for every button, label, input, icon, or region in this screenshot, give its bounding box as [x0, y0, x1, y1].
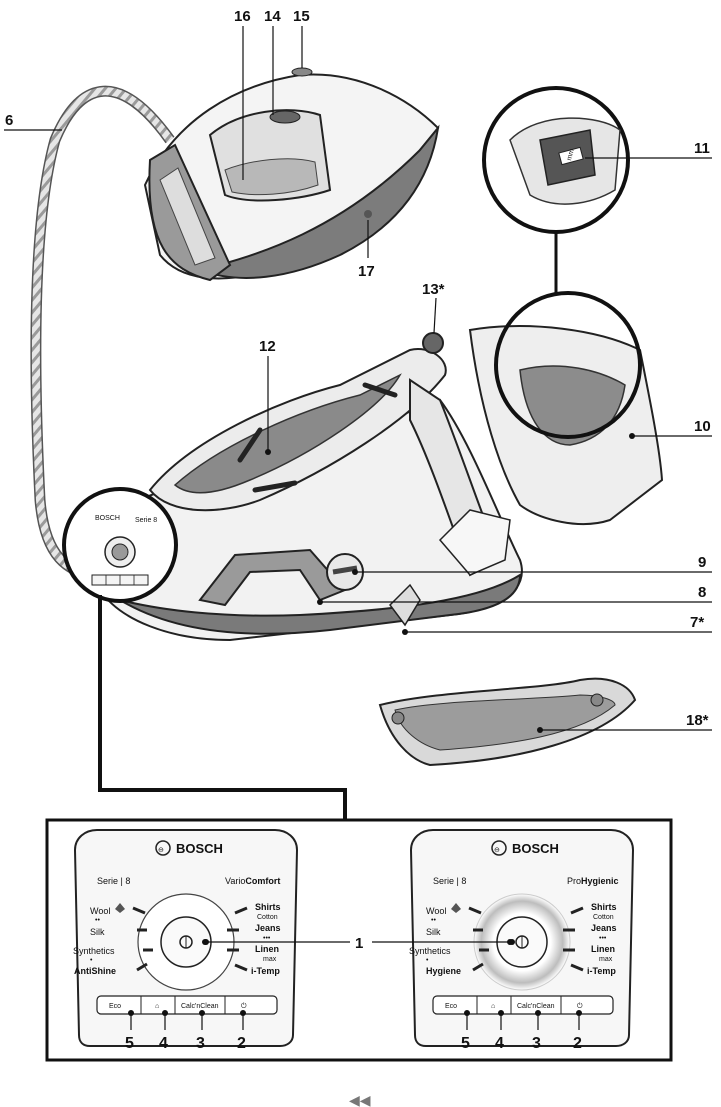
model-prefix: Pro [567, 876, 581, 886]
svg-text:2: 2 [237, 1035, 246, 1052]
series-label: Serie | 8 [433, 876, 466, 886]
svg-text:Cotton: Cotton [257, 914, 278, 921]
svg-text:2: 2 [573, 1035, 582, 1052]
callout-10: 10 [694, 418, 711, 435]
panel1-numbers: 5 4 3 2 [125, 1013, 246, 1052]
callout-1: 1 [355, 935, 363, 952]
svg-text:⊖: ⊖ [158, 847, 164, 854]
power-button[interactable]: ⏻ [241, 1002, 247, 1010]
iron [30, 67, 440, 581]
svg-text:4: 4 [495, 1035, 504, 1052]
synthetics-label: Synthetics [409, 946, 451, 956]
hygiene-label: Hygiene [426, 966, 461, 976]
eco-button[interactable]: Eco [445, 1003, 457, 1010]
control-panel-variocomfort: ⊖ BOSCH Serie | 8 VarioComfort Wool •• S… [73, 829, 299, 1047]
svg-text:Cotton: Cotton [593, 914, 614, 921]
svg-text:⊖: ⊖ [494, 847, 500, 854]
i-temp-label: i-Temp [587, 966, 616, 976]
steam-button[interactable]: ⌂ [491, 1003, 495, 1010]
callout-6: 6 [5, 112, 13, 129]
linen-label: Linen [255, 944, 279, 954]
callout-18: 18* [686, 712, 709, 729]
callout-13: 13* [422, 281, 445, 298]
drip-tray [378, 677, 637, 767]
svg-text:•: • [90, 957, 93, 964]
silk-label: Silk [426, 927, 441, 937]
steam-button[interactable]: ⌂ [155, 1003, 159, 1010]
svg-text:max: max [263, 956, 277, 963]
silk-label: Silk [90, 927, 105, 937]
antishine-label: AntiShine [74, 966, 116, 976]
callout-11: 11 [694, 140, 710, 157]
model-name: Comfort [245, 876, 280, 886]
power-button[interactable]: ⏻ [577, 1002, 583, 1010]
jeans-label: Jeans [255, 923, 281, 933]
callout-7: 7* [690, 614, 704, 631]
inset-series-text: Serie 8 [135, 517, 157, 524]
model-prefix: Vario [225, 876, 245, 886]
shirts-label: Shirts [591, 902, 617, 912]
callout-16: 16 [234, 8, 251, 25]
calc-clean-button[interactable]: Calc'nClean [517, 1003, 555, 1010]
svg-text:•: • [426, 957, 429, 964]
svg-text:3: 3 [196, 1035, 205, 1052]
panel2-numbers: 5 4 3 2 [461, 1013, 582, 1052]
svg-text:••: •• [431, 917, 436, 924]
callout-12: 12 [259, 338, 276, 355]
model-name: Hygienic [581, 876, 619, 886]
svg-text:4: 4 [159, 1035, 168, 1052]
shirts-label: Shirts [255, 902, 281, 912]
wool-label: Wool [426, 906, 446, 916]
jeans-label: Jeans [591, 923, 617, 933]
svg-text:•••: ••• [599, 935, 607, 942]
callout-15: 15 [293, 8, 310, 25]
callout-9: 9 [698, 554, 706, 571]
back-navigation-icon[interactable]: ◀◀ [349, 1093, 371, 1107]
synthetics-label: Synthetics [73, 946, 115, 956]
i-temp-label: i-Temp [251, 966, 280, 976]
svg-text:•••: ••• [263, 935, 271, 942]
brand-logo: BOSCH [512, 841, 559, 856]
series-label: Serie | 8 [97, 876, 130, 886]
svg-text:VarioComfort: VarioComfort [225, 876, 280, 886]
steam-station [98, 325, 664, 642]
wool-label: Wool [90, 906, 110, 916]
inset-brand-text: BOSCH [95, 515, 120, 522]
tank-detail-magnifier: mm [482, 86, 642, 439]
linen-label: Linen [591, 944, 615, 954]
iron-lock-button [422, 332, 444, 354]
svg-text:3: 3 [532, 1035, 541, 1052]
svg-text:mm: mm [566, 148, 576, 161]
callouts: 16 14 15 6 11 17 13* 12 10 9 8 7* 18* [4, 8, 712, 820]
brand-logo: BOSCH [176, 841, 223, 856]
callout-8: 8 [698, 584, 706, 601]
svg-text:ProHygienic: ProHygienic [567, 876, 619, 886]
callout-1-group: 1 [202, 930, 513, 954]
calc-clean-button[interactable]: Calc'nClean [181, 1003, 219, 1010]
control-panel-prohygienic: ⊖ BOSCH Serie | 8 ProHygienic Wool •• Si… [409, 829, 635, 1047]
eco-button[interactable]: Eco [109, 1003, 121, 1010]
callout-14: 14 [264, 8, 281, 25]
svg-text:max: max [599, 956, 613, 963]
callout-17: 17 [358, 263, 375, 280]
svg-text:••: •• [95, 917, 100, 924]
svg-text:5: 5 [125, 1035, 134, 1052]
control-dial-magnifier: BOSCH Serie 8 [62, 487, 178, 603]
svg-text:5: 5 [461, 1035, 470, 1052]
